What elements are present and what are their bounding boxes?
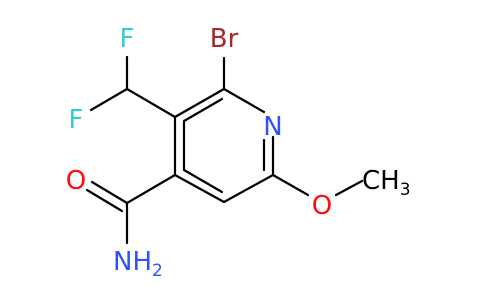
bond-c3-c2	[173, 87, 226, 119]
bond-c4-carbonyl	[125, 173, 177, 205]
bond-o-ch3	[334, 179, 364, 197]
bond-chf2-f-left	[89, 87, 129, 112]
atom-o-carbonyl: O	[66, 166, 86, 196]
atom-f-left: F	[69, 105, 84, 135]
atom-nh2: NH2	[113, 247, 163, 281]
bond-c5-c4	[173, 173, 226, 204]
bond-c3-chf2	[125, 87, 177, 119]
atom-o-ether: O	[312, 191, 332, 221]
bond-carbonyl-o	[90, 180, 129, 205]
bond-carbonyl-o-2	[85, 188, 124, 213]
bonds	[85, 55, 364, 245]
bond-c6-o	[271, 173, 310, 197]
atom-labels: F F Br N O O CH3 NH2	[66, 24, 411, 281]
bond-c2-n	[222, 87, 266, 114]
bond-c2-c3-inner	[182, 97, 224, 123]
bond-c6-c5	[222, 173, 275, 204]
bond-c5-c4-inner	[182, 168, 224, 194]
atom-f-top: F	[120, 24, 135, 54]
atom-ch3: CH3	[362, 166, 411, 200]
atom-n: N	[263, 112, 282, 142]
atom-br: Br	[210, 24, 239, 54]
